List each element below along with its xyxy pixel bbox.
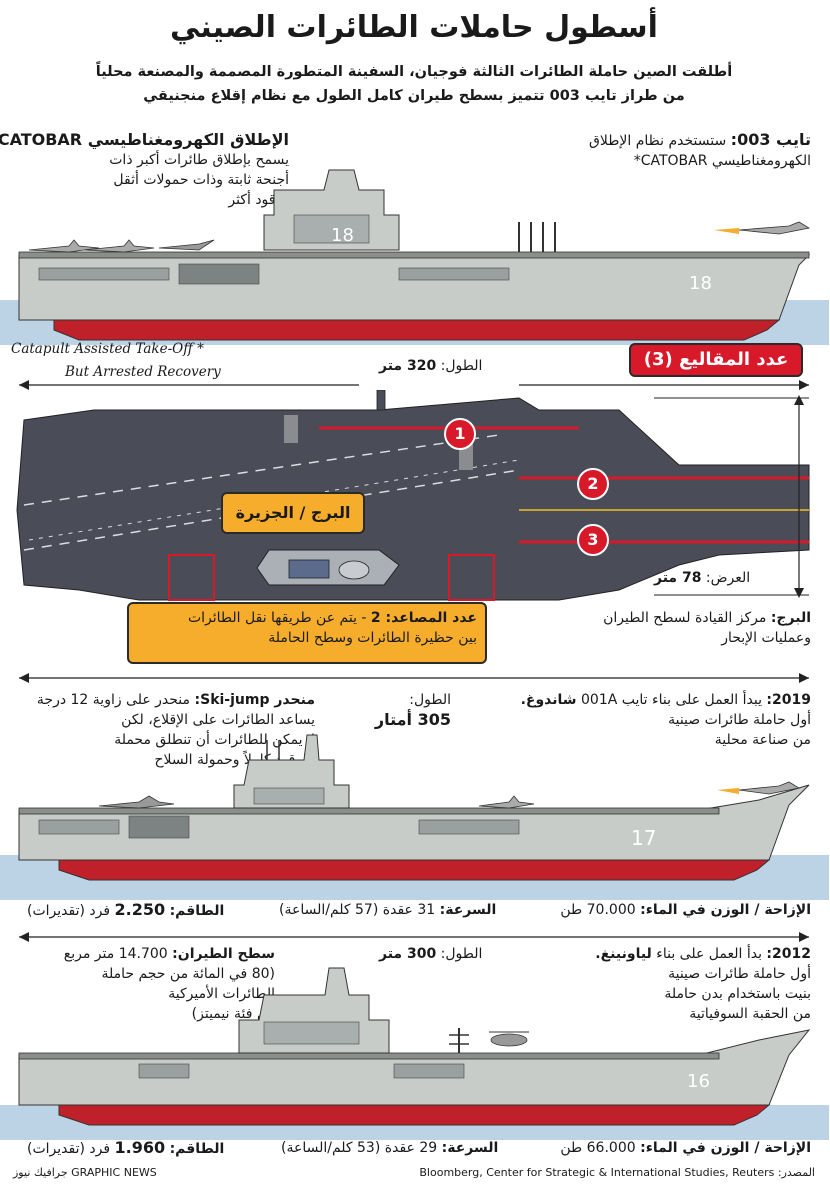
shandong-displacement-label: الإزاحة / الوزن في الماء: — [641, 902, 812, 918]
page-title: أسطول حاملات الطائرات الصيني — [171, 10, 659, 45]
shandong-speed-value: 31 عقدة (57 كلم/الساعة) — [280, 902, 437, 918]
shandong-line1: يبدأ العمل على بناء تايب 001A — [582, 692, 763, 708]
skijump-label: منحدر Ski-jump: — [195, 692, 317, 708]
shandong-speed: السرعة: 31 عقدة (57 كلم/الساعة) — [280, 900, 497, 920]
island-label: البرج: — [771, 610, 812, 626]
liaoning-length-label: الطول: — [441, 946, 484, 962]
shandong-crew-value: 2.250 — [115, 900, 167, 919]
type003-deck-plan — [17, 390, 811, 601]
skijump-line1: منحدر على زاوية 12 درجة — [37, 692, 192, 708]
flight-deck-line1: 14.700 متر مربع — [64, 946, 169, 962]
catapult-marker-2: 2 — [578, 468, 610, 500]
flight-deck-line3: الطائرات الأميركية — [169, 986, 276, 1002]
liaoning-displacement-label: الإزاحة / الوزن في الماء: — [641, 1140, 812, 1156]
island-desc2: وعمليات الإبحار — [722, 630, 812, 646]
flight-deck-line4: من فئة نيميتز) — [192, 1006, 276, 1022]
subtitle-line-2: من طراز تايب 003 تتميز بسطح طيران كامل ا… — [144, 88, 686, 104]
elevators-callout: عدد المصاعد: 2 - يتم عن طريقها نقل الطائ… — [128, 602, 488, 664]
shandong-length: الطول: 305 أمتار — [372, 690, 452, 730]
shandong-speed-label: السرعة: — [440, 902, 498, 918]
source-line: المصدر: Bloomberg, Center for Strategic … — [420, 1166, 816, 1179]
type003-intro: تايب 003: ستستخدم نظام الإطلاق الكهرومغن… — [542, 130, 812, 171]
type003-width-label: العرض: — [706, 570, 752, 586]
type003-length-label: الطول: — [441, 358, 484, 374]
liaoning-line4: من الحقبة السوفياتية — [690, 1006, 812, 1022]
liaoning-crew-value: 1.960 — [115, 1138, 167, 1157]
subtitle-line-1: أطلقت الصين حاملة الطائرات الثالثة فوجيا… — [96, 64, 734, 80]
skijump-info: منحدر Ski-jump: منحدر على زاوية 12 درجة … — [16, 690, 316, 770]
shandong-ship-side — [19, 734, 811, 881]
shandong-name: شاندوغ. — [521, 692, 578, 708]
shandong-displacement: الإزاحة / الوزن في الماء: 70.000 طن — [561, 900, 812, 920]
liaoning-hull-number: 16 — [688, 1071, 711, 1092]
separator-arrow — [20, 673, 810, 683]
catapult-marker-3: 3 — [578, 524, 610, 556]
shandong-length-label: الطول: — [410, 692, 452, 708]
liaoning-line2: أول حاملة طائرات صينية — [669, 966, 812, 982]
shandong-hull-number: 17 — [632, 826, 658, 850]
catapult-marker-1: 1 — [445, 418, 477, 450]
flight-deck-line2: (80 في المائة من حجم حاملة — [102, 966, 276, 982]
liaoning-line3: بنيت باستخدام بدن حاملة — [665, 986, 812, 1002]
catobar-en-line1: Catapult Assisted Take-Off * — [12, 341, 205, 357]
type003-length: الطول: 320 متر — [380, 356, 483, 376]
catobar-title: الإطلاق الكهرومغناطيسي CATOBAR* — [0, 130, 290, 149]
liaoning-line1: بدأ العمل على بناء — [657, 946, 763, 962]
liaoning-ship-side — [19, 967, 812, 1126]
liaoning-speed-value: 29 عقدة (53 كلم/الساعة) — [282, 1140, 439, 1156]
skijump-line2: يساعد الطائرات على الإقلاع، لكن — [122, 712, 316, 728]
catobar-line2: أجنحة ثابتة وذات حمولات أثقل — [114, 172, 290, 188]
liaoning-intro: 2012: بدأ العمل على بناء لياونينغ. أول ح… — [552, 944, 812, 1024]
catobar-en-line2: But Arrested Recovery — [66, 364, 222, 380]
shandong-line3: من صناعة محلية — [715, 732, 812, 748]
type003-desc1: ستستخدم نظام الإطلاق — [590, 133, 728, 149]
liaoning-year: 2012: — [767, 946, 812, 962]
type003-length-value: 320 متر — [380, 358, 438, 374]
type003-width: العرض: 78 متر — [655, 568, 751, 588]
island-callout: البرج / الجزيرة — [222, 492, 366, 534]
island-desc1: مركز القيادة لسطح الطيران — [604, 610, 768, 626]
shandong-crew-unit: فرد (تقديرات) — [28, 903, 112, 919]
shandong-displacement-value: 70.000 طن — [561, 902, 637, 918]
liaoning-name: لياونينغ. — [596, 946, 653, 962]
skijump-line3: لا يمكن للطائرات أن تنطلق محملة — [115, 732, 316, 748]
liaoning-crew-label: الطاقم: — [170, 1141, 226, 1157]
island-description: البرج: مركز القيادة لسطح الطيران وعمليات… — [572, 608, 812, 648]
source-text: Bloomberg, Center for Strategic & Intern… — [420, 1166, 776, 1179]
shandong-intro: 2019: يبدأ العمل على بناء تايب 001A شاند… — [482, 690, 812, 750]
flight-deck-label: سطح الطيران: — [173, 946, 276, 962]
graphic-news-credit: GRAPHIC NEWS جرافيك نيوز — [14, 1166, 158, 1179]
liaoning-speed: السرعة: 29 عقدة (53 كلم/الساعة) — [282, 1138, 499, 1158]
shandong-crew: الطاقم: 2.250 فرد (تقديرات) — [28, 900, 225, 921]
elevators-label: عدد المصاعد: 2 — [371, 610, 478, 626]
shandong-year: 2019: — [767, 692, 812, 708]
catobar-line1: يسمح بإطلاق طائرات أكبر ذات — [110, 152, 290, 168]
shandong-crew-label: الطاقم: — [170, 903, 226, 919]
length-arrow-type003 — [20, 377, 810, 393]
source-label: المصدر: — [778, 1166, 816, 1179]
type003-width-value: 78 متر — [655, 570, 703, 586]
type003-hull-number: 18 — [690, 273, 713, 294]
type003-desc2: الكهرومغناطيسي CATOBAR* — [634, 153, 812, 169]
type003-island-number: 18 — [332, 225, 355, 246]
catapults-count-box: عدد المقاليع (3) — [630, 343, 804, 377]
liaoning-speed-label: السرعة: — [442, 1140, 500, 1156]
flight-deck-info: سطح الطيران: 14.700 متر مربع (80 في الما… — [16, 944, 276, 1024]
liaoning-length-value: 300 متر — [380, 946, 438, 962]
shandong-line2: أول حاملة طائرات صينية — [669, 712, 812, 728]
shandong-length-value: 305 أمتار — [375, 710, 452, 729]
type003-ship-side — [19, 169, 812, 341]
liaoning-crew-unit: فرد (تقديرات) — [28, 1141, 112, 1157]
type003-label: تايب 003: — [731, 130, 812, 149]
liaoning-length: الطول: 300 متر — [380, 944, 483, 964]
elevators-desc1: - يتم عن طريقها نقل الطائرات — [188, 610, 368, 626]
elevators-desc2: بين حظيرة الطائرات وسطح الحاملة — [269, 630, 478, 646]
liaoning-crew: الطاقم: 1.960 فرد (تقديرات) — [28, 1138, 225, 1159]
separator-arrow-2 — [20, 932, 810, 942]
liaoning-displacement: الإزاحة / الوزن في الماء: 66.000 طن — [561, 1138, 812, 1158]
liaoning-displacement-value: 66.000 طن — [561, 1140, 637, 1156]
